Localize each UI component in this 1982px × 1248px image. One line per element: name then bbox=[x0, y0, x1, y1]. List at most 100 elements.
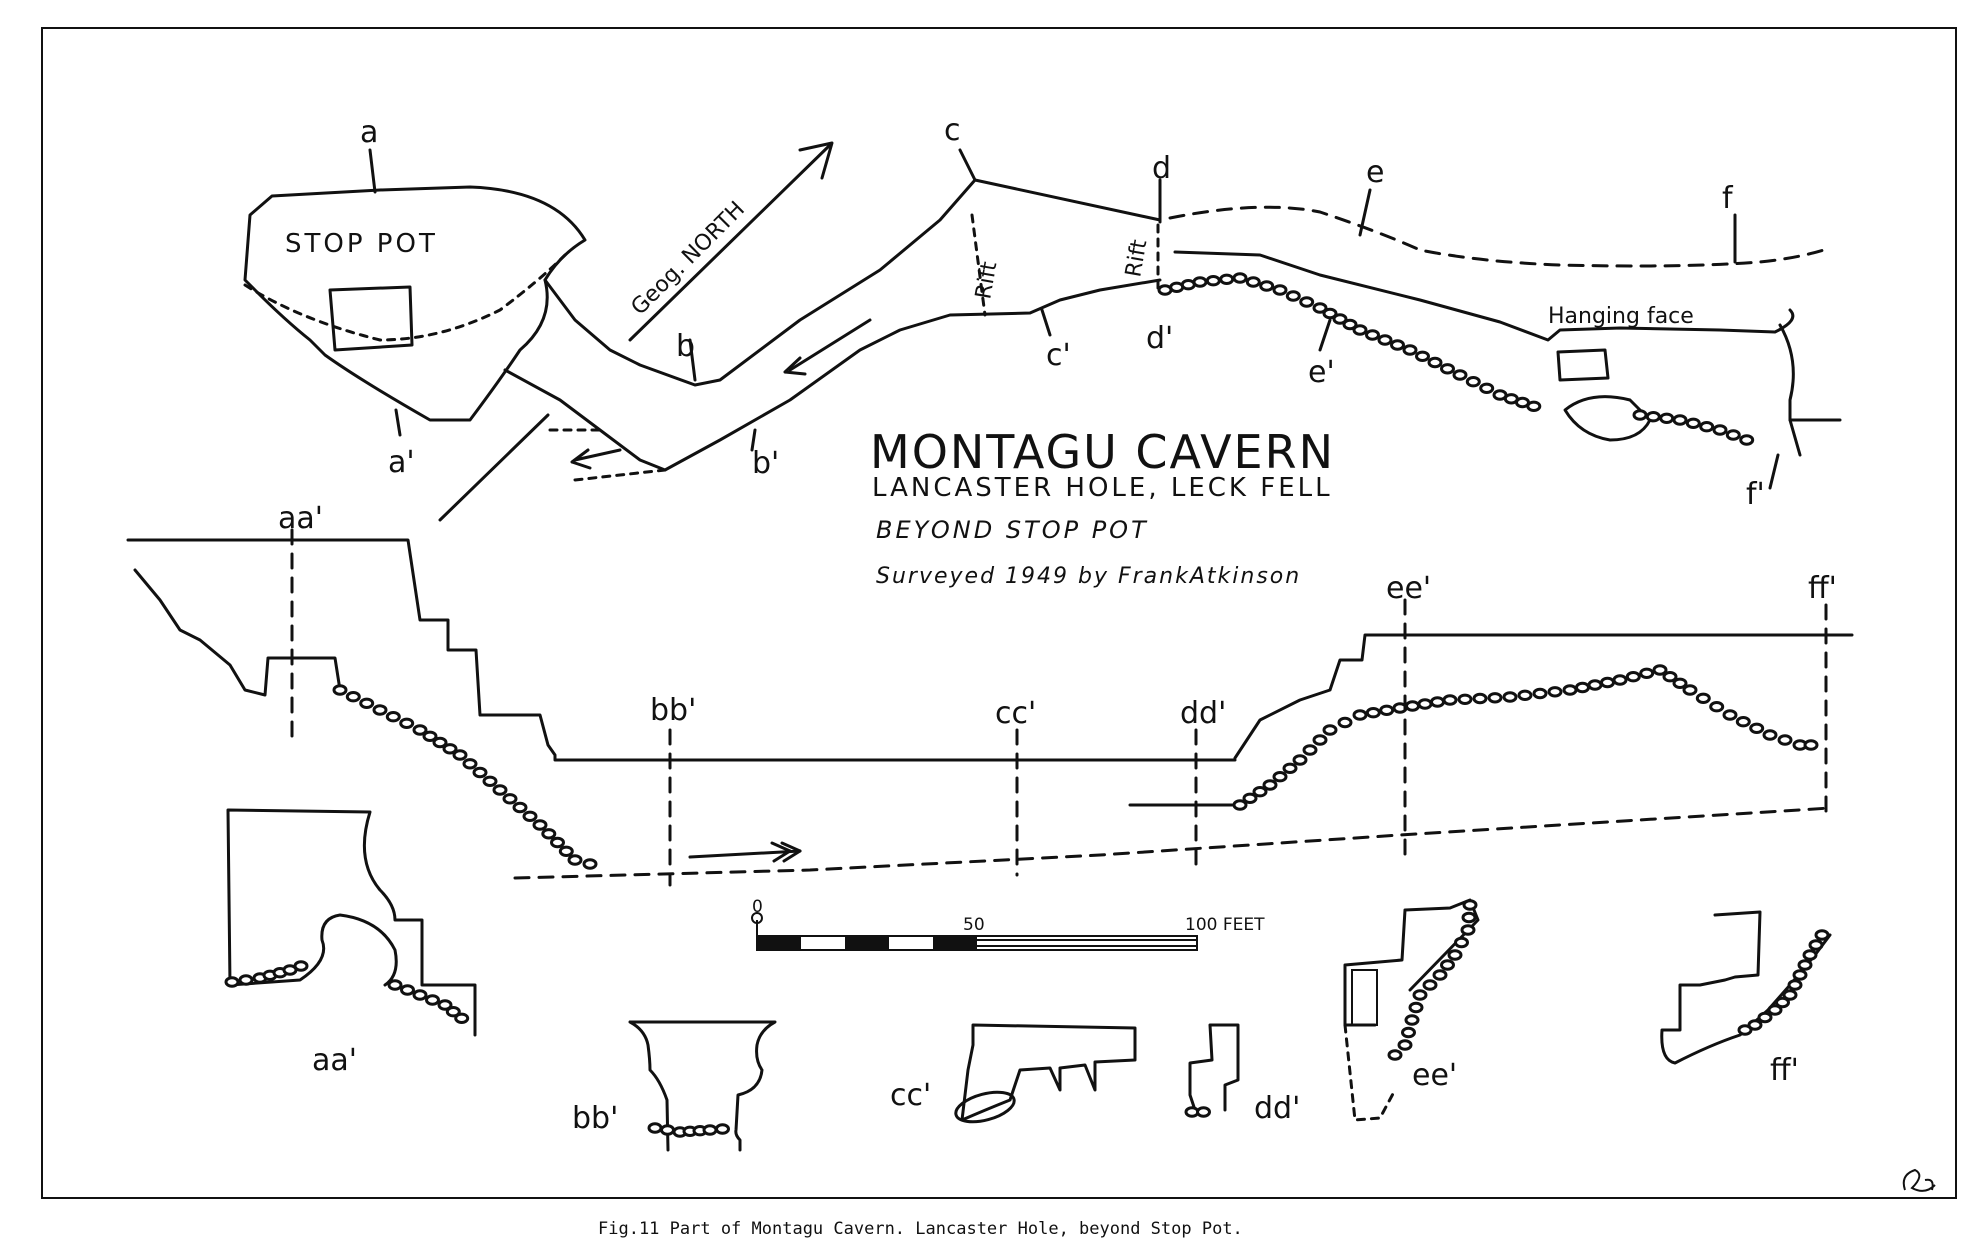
boulder bbox=[1447, 949, 1463, 961]
boulder bbox=[1587, 679, 1603, 691]
boulder bbox=[1645, 411, 1661, 423]
cross-section-ee-block bbox=[1351, 969, 1378, 1026]
boulder bbox=[238, 974, 254, 986]
boulder bbox=[492, 784, 508, 796]
boulder bbox=[1157, 284, 1173, 296]
boulder bbox=[1292, 754, 1308, 766]
stop-pot-label: STOP POT bbox=[285, 229, 438, 259]
north-arrow-head bbox=[798, 141, 834, 180]
boulder bbox=[1462, 899, 1478, 911]
boulder bbox=[512, 801, 528, 814]
boulder bbox=[541, 828, 557, 840]
boulder bbox=[1196, 1106, 1211, 1118]
boulder bbox=[1192, 276, 1208, 288]
boulder bbox=[1408, 1001, 1424, 1014]
boulder bbox=[462, 758, 478, 770]
scale-label-mid: 50 bbox=[963, 915, 985, 935]
marker-d: d bbox=[1152, 151, 1171, 186]
marker-a-tick bbox=[368, 148, 377, 194]
plan-upper-solid-wall bbox=[1173, 250, 1795, 342]
boulder bbox=[1782, 989, 1798, 1001]
marker-f: f bbox=[1722, 181, 1734, 216]
boulder bbox=[1532, 687, 1548, 700]
boulder bbox=[1452, 369, 1468, 381]
cross-section-cc-boulder bbox=[954, 1090, 1016, 1124]
boulder bbox=[1814, 929, 1830, 941]
scale-label-zero: 0 bbox=[752, 897, 763, 917]
boulder bbox=[1757, 1011, 1773, 1024]
boulder bbox=[1775, 996, 1790, 1009]
plan-boulder-chain bbox=[1157, 272, 1755, 446]
marker-a-prime-tick bbox=[394, 408, 402, 437]
long-boulder-chain-right bbox=[1232, 664, 1819, 811]
boulder bbox=[1387, 1049, 1403, 1061]
boulder bbox=[293, 960, 309, 972]
boulder bbox=[502, 793, 518, 805]
boulder bbox=[1632, 409, 1648, 421]
boulder bbox=[1722, 709, 1738, 721]
boulder bbox=[1427, 356, 1443, 369]
boulder bbox=[1639, 667, 1655, 679]
boulder bbox=[1412, 989, 1428, 1001]
boulder bbox=[1547, 686, 1563, 698]
scale-label-end: 100 FEET bbox=[1185, 915, 1265, 935]
boulder bbox=[452, 749, 468, 761]
boulder bbox=[1612, 674, 1628, 686]
boulder bbox=[1312, 302, 1328, 314]
boulder bbox=[1415, 350, 1430, 362]
boulder bbox=[1797, 959, 1813, 971]
boulder bbox=[1472, 692, 1488, 705]
boulder bbox=[1180, 279, 1196, 291]
flow-arrow-lower bbox=[573, 448, 622, 462]
boulder bbox=[442, 743, 458, 755]
figure-caption: Fig.11 Part of Montagu Cavern. Lancaster… bbox=[598, 1219, 1243, 1239]
boulder bbox=[715, 1123, 730, 1135]
boulder bbox=[1405, 700, 1420, 712]
boulder bbox=[1352, 324, 1368, 336]
scale-seg-5 bbox=[933, 936, 977, 950]
marker-e: e bbox=[1366, 155, 1384, 190]
plan-right-end bbox=[1778, 323, 1842, 422]
plan-passage-upper-wall bbox=[543, 178, 1162, 387]
stop-pot-outline bbox=[243, 185, 587, 422]
stop-pot-inner-block bbox=[328, 285, 414, 352]
boulder bbox=[1625, 671, 1641, 683]
boulder bbox=[1302, 744, 1318, 756]
boulder bbox=[345, 691, 361, 703]
boulder bbox=[1242, 792, 1258, 804]
section-marker-ff: ff' bbox=[1808, 571, 1837, 606]
marker-f-prime: f' bbox=[1746, 477, 1765, 512]
boulder bbox=[1430, 696, 1445, 708]
boulder bbox=[1322, 724, 1338, 736]
hanging-face-label: Hanging face bbox=[1548, 304, 1694, 329]
marker-c: c bbox=[944, 113, 961, 148]
cross-section-ff-label: ff' bbox=[1770, 1053, 1799, 1088]
section-marker-cc: cc' bbox=[995, 696, 1036, 731]
boulder bbox=[1252, 786, 1268, 798]
rift-left-line bbox=[970, 213, 987, 317]
cross-sections: aa' bb' cc' dd' ee' ff' bbox=[224, 808, 1832, 1152]
marker-b-prime: b' bbox=[752, 446, 779, 481]
surveyor-mark bbox=[1902, 1168, 1936, 1192]
boulder bbox=[582, 858, 598, 870]
title-section: BEYOND STOP POT bbox=[876, 516, 1149, 544]
boulder bbox=[1342, 318, 1358, 331]
boulder bbox=[1747, 1019, 1763, 1031]
boulder bbox=[1460, 924, 1476, 936]
boulder bbox=[1479, 382, 1495, 394]
section-marker-aa: aa' bbox=[278, 501, 323, 536]
boulder bbox=[1762, 729, 1778, 741]
rift-label-right: Rift bbox=[1121, 238, 1152, 280]
boulder bbox=[1575, 681, 1590, 694]
boulder bbox=[454, 1012, 470, 1024]
boulder bbox=[1803, 739, 1819, 751]
boulder bbox=[1417, 698, 1433, 710]
cross-section-ee-boulders bbox=[1387, 899, 1478, 1061]
title-block: MONTAGU CAVERN LANCASTER HOLE, LECK FELL… bbox=[870, 425, 1333, 589]
cross-section-bb-outline bbox=[628, 1020, 777, 1152]
scale-seg-3 bbox=[845, 936, 889, 950]
boulder bbox=[1461, 911, 1477, 924]
cross-section-aa-label: aa' bbox=[312, 1043, 357, 1078]
stop-pot-dashed-line bbox=[243, 253, 567, 342]
cross-section-aa-boulders bbox=[224, 960, 470, 1024]
